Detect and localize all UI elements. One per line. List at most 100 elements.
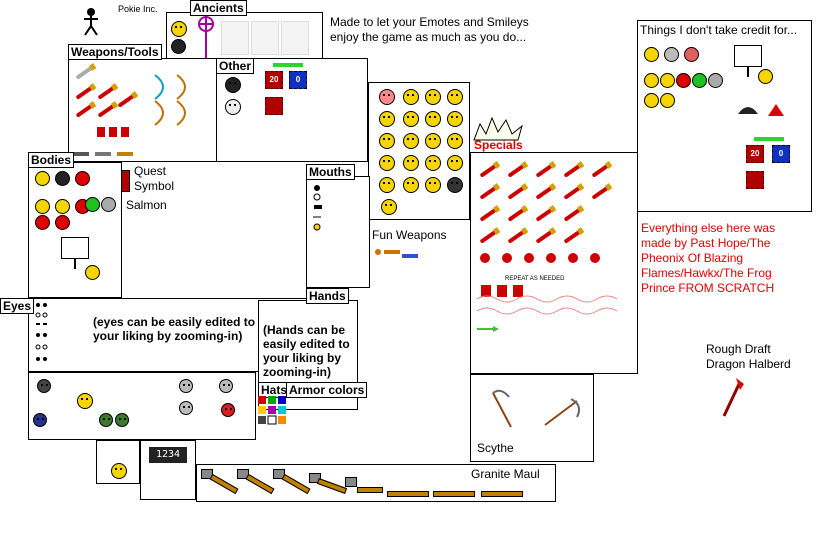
maul-handle-icon [433,491,475,497]
yellow-body-icon [85,265,100,280]
eyes-tab: Eyes [0,298,35,314]
smiley-icon [403,177,419,193]
starburst-icon [470,114,526,142]
army-smiley-icon [99,413,113,427]
yellow-ball-icon [758,69,773,84]
credit-line-3: Pheonix Of Blazing [641,251,744,265]
dragon-halberd-icon [720,376,746,418]
maul-handle-icon [481,491,523,497]
credit-panel: Things I don't take credit for... 20 0 [637,20,812,212]
monster-blue-icon: 0 [289,71,307,89]
axe-row-icon [477,283,537,303]
smiley-icon [379,155,395,171]
maul-handle-icon [316,478,348,494]
smiley-icon [447,133,463,149]
special-sword-icon [479,208,497,222]
monster-blue-icon: 0 [772,145,790,163]
scythe-panel: Scythe [470,374,594,462]
smiley-icon [447,155,463,171]
monster-red-icon: 20 [265,71,283,89]
gray-ball-icon [708,73,723,88]
maul-handle-icon [281,473,311,495]
pirate-hat-icon [738,103,758,115]
special-sword-icon [591,164,609,178]
rough-draft-label-1: Rough Draft [706,342,771,356]
fun-weapons-title: Fun Weapons [372,228,447,242]
red-body-icon [55,215,70,230]
credit-line-2: made by Past Hope/The [641,236,771,250]
hat-smiley-icon [37,379,51,393]
smiley-icon [425,89,441,105]
special-sword-icon [535,164,553,178]
sword-icon [75,86,93,100]
hp-bar [754,137,784,141]
hp-bar [273,63,303,67]
special-sword-icon [591,186,609,200]
sign-icon [61,237,89,269]
ancients-tab: Ancients [190,0,247,16]
knight-helmet-icon [219,379,233,393]
arrow-icon [477,319,499,332]
hands-note-1: (Hands can be [263,323,346,337]
rough-draft-label-2: Dragon Halberd [706,357,791,371]
knight-helmet-icon [179,379,193,393]
mouths-tab: Mouths [306,164,355,180]
maul-handle-icon [357,487,383,493]
ancients-panel [166,12,323,64]
hands-note-4: zooming-in) [263,365,331,379]
counter-display: 1234 [149,447,187,463]
bodies-panel [28,162,122,298]
pink-ball-icon [684,47,699,62]
other-panel: 20 0 [216,58,368,162]
sword-icon [117,94,135,108]
yellow-ball-icon [644,47,659,62]
fun-weapon-icon [374,246,424,262]
hands-note-2: easily edited to [263,337,350,351]
smiley-icon [403,89,419,105]
smiley-icon [425,111,441,127]
special-sword-icon [563,186,581,200]
ghost-smiley-icon [225,99,241,115]
sign-icon [734,45,762,77]
bodies-tab: Bodies [28,152,75,168]
special-sword-icon [563,208,581,222]
burst-row-icon [477,251,627,265]
scythe-icon [487,389,517,429]
axe-icon [95,125,135,141]
smiley-icon [403,111,419,127]
smileys-panel [368,82,470,220]
special-sword-icon [507,230,525,244]
smiley-icon [379,89,395,105]
special-sword-icon [507,208,525,222]
special-sword-icon [563,164,581,178]
armor-colors-tab: Armor colors [286,382,368,398]
counter-digits: 1234 [155,449,181,460]
ancient-smiley-icon [171,21,187,37]
red-ball-icon [676,73,691,88]
repeat-label: REPEAT AS NEEDED [505,276,565,282]
pirate-smiley-icon [381,199,397,215]
credit-line-1: Everything else here was [641,221,776,235]
special-sword-icon [479,186,497,200]
smiley-icon [379,177,395,193]
ancient-tile-3 [281,21,309,55]
yellow-ball-icon [644,73,659,88]
sword-icon [97,104,115,118]
maul-head-icon [309,473,321,483]
credit-panel-title: Things I don't take credit for... [640,23,798,37]
intro-line-2: enjoy the game as much as you do... [330,30,527,44]
bow-icon [147,71,207,131]
weapons-tools-tab: Weapons/Tools [68,44,162,60]
scythe-icon [543,397,583,427]
fun-weapons-panel: Fun Weapons [370,222,470,290]
granite-maul-panel [196,464,556,502]
salmon-label: Salmon [126,198,167,212]
smiley-icon [379,111,395,127]
special-sword-icon [563,230,581,244]
monster-red-icon [265,97,283,115]
maul-head-icon [345,477,357,487]
weapons-tools-panel [68,58,218,162]
smiley-icon [403,133,419,149]
yellow-ball-icon [644,93,659,108]
santa-hat-icon [768,103,784,116]
